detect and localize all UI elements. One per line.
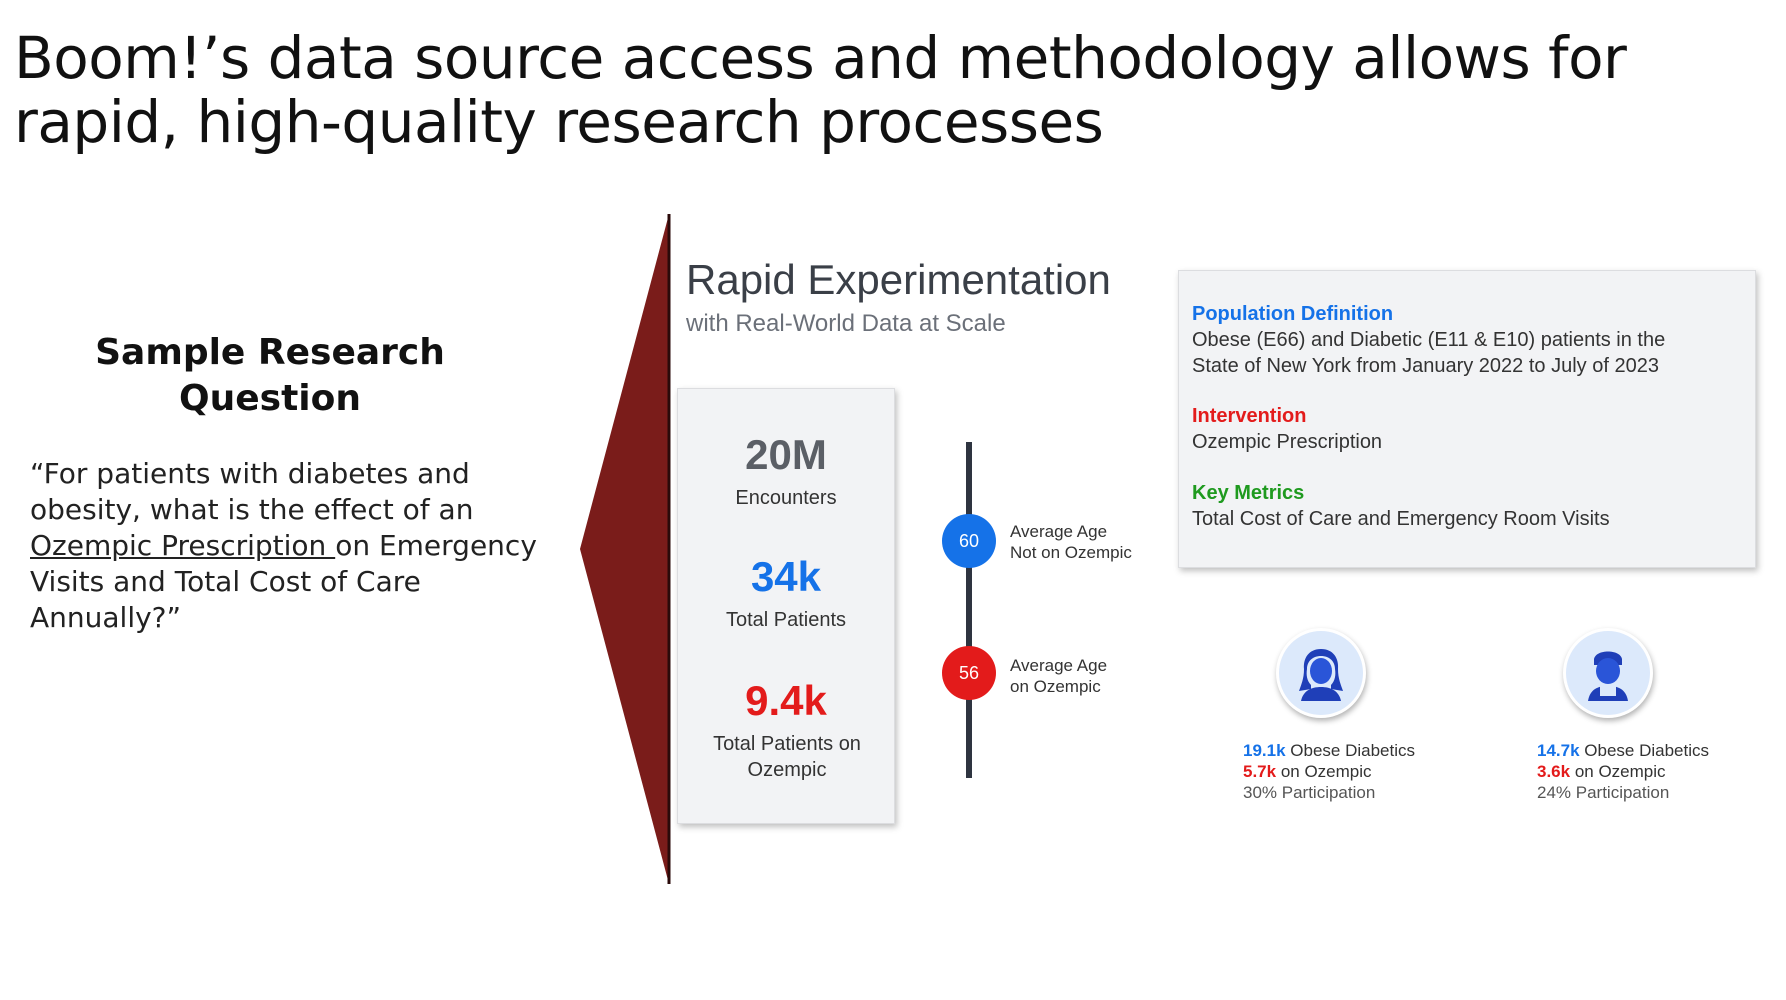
stat-label: Encounters [735,487,837,509]
key-metrics-definition: Key Metrics Total Cost of Care and Emerg… [1192,480,1610,532]
population-body: Obese (E66) and Diabetic (E11 & E10) pat… [1192,329,1666,377]
male-avatar-icon [1563,628,1653,718]
stat-encounters: 20M Encounters [678,431,894,511]
group-count-label: Obese Diabetics [1285,741,1415,760]
arrow-shape [580,214,671,884]
stats-card: 20M Encounters 34k Total Patients 9.4k T… [677,388,895,824]
stat-value: 34k [750,553,822,600]
age-timeline [966,442,972,778]
question-text: “For patients with diabetes and obesity,… [30,456,570,636]
intervention-heading: Intervention [1192,405,1307,427]
age-label-line: on Ozempic [1010,677,1101,696]
group-count-label: Obese Diabetics [1579,741,1709,760]
intervention-definition: Intervention Ozempic Prescription [1192,403,1382,455]
group-count: 19.1k [1243,741,1286,760]
group-count-line: 14.7k Obese Diabetics [1537,740,1709,761]
experiment-subtitle: with Real-World Data at Scale [686,310,1006,337]
stat-patients-on-ozempic: 9.4k Total Patients on Ozempic [678,677,894,783]
age-label-on-ozempic: Average Age on Ozempic [1010,655,1107,697]
age-label-line: Average Age [1010,522,1108,541]
intervention-body: Ozempic Prescription [1192,431,1383,453]
key-metrics-heading: Key Metrics [1192,482,1305,504]
stat-total-patients: 34k Total Patients [678,553,894,633]
stat-label: Total Patients [725,609,847,631]
age-label-not-on-ozempic: Average Age Not on Ozempic [1010,521,1132,563]
stat-label: Total Patients on Ozempic [713,733,861,781]
age-label-line: Average Age [1010,656,1108,675]
group-ozempic-label: on Ozempic [1570,762,1666,781]
key-metrics-body: Total Cost of Care and Emergency Room Vi… [1192,508,1610,530]
stat-value: 9.4k [745,677,827,724]
definitions-card: Population Definition Obese (E66) and Di… [1178,270,1756,568]
age-label-line: Not on Ozempic [1010,543,1132,562]
question-text-underlined: Ozempic Prescription [30,529,336,562]
group-count: 14.7k [1537,741,1580,760]
group-participation: 30% Participation [1243,783,1376,802]
age-badge-on-ozempic: 56 [942,646,996,700]
group-ozempic-line: 5.7k on Ozempic [1243,761,1415,782]
group-ozempic-label: on Ozempic [1276,762,1372,781]
group-ozempic-line: 3.6k on Ozempic [1537,761,1709,782]
experiment-title: Rapid Experimentation [686,256,1111,303]
age-badge-not-on-ozempic: 60 [942,514,996,568]
female-avatar-icon [1276,628,1366,718]
group-ozempic-count: 3.6k [1537,762,1571,781]
slide-title: Boom!’s data source access and methodolo… [14,24,1627,156]
population-definition: Population Definition Obese (E66) and Di… [1192,301,1712,379]
group-participation: 24% Participation [1537,783,1670,802]
group-count-line: 19.1k Obese Diabetics [1243,740,1415,761]
stat-value: 20M [745,431,827,478]
question-text-after: on Emergency Visits and Total Cost of Ca… [30,529,537,634]
question-heading: Sample Research Question [95,332,445,419]
female-group-stats: 19.1k Obese Diabetics 5.7k on Ozempic 30… [1243,740,1415,803]
population-heading: Population Definition [1192,303,1394,325]
group-ozempic-count: 5.7k [1243,762,1277,781]
male-group-stats: 14.7k Obese Diabetics 3.6k on Ozempic 24… [1537,740,1709,803]
question-text-before: “For patients with diabetes and obesity,… [30,457,474,526]
